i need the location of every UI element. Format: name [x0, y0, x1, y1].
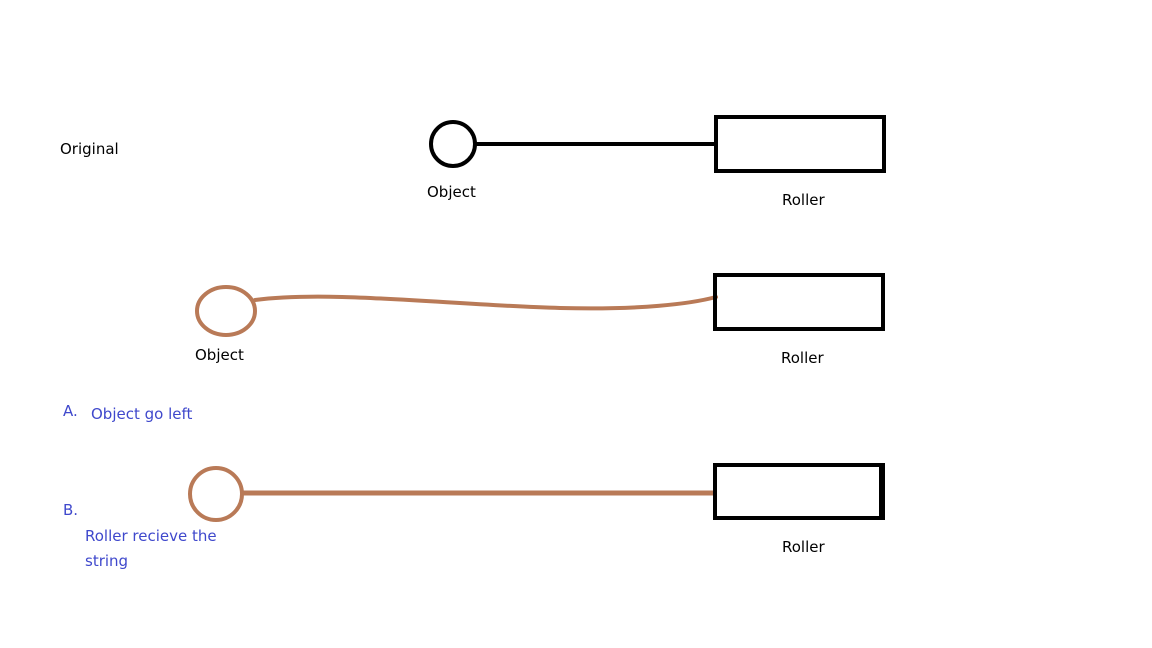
case-b-scene: [188, 463, 885, 522]
original-object-circle: [429, 120, 477, 168]
case-a-string: [253, 294, 718, 311]
case-b-marker: B.: [63, 501, 79, 519]
object-label-mid: Object: [195, 346, 244, 364]
case-b-object-circle: [188, 466, 244, 522]
case-b-roller-box: [713, 463, 885, 520]
original-label: Original: [60, 140, 119, 158]
case-a-marker: A.: [63, 402, 78, 420]
roller-label-top: Roller: [782, 191, 825, 209]
roller-label-bottom: Roller: [782, 538, 825, 556]
original-scene: [429, 115, 886, 173]
case-a-object-circle: [195, 285, 257, 337]
object-label-top: Object: [427, 183, 476, 201]
case-a-description: Object go left: [91, 405, 193, 423]
case-a-scene: [195, 273, 885, 337]
roller-label-mid: Roller: [781, 349, 824, 367]
original-roller-box: [714, 115, 886, 173]
case-a-roller-box: [713, 273, 885, 331]
case-b-description: Roller recieve the string: [85, 527, 217, 570]
